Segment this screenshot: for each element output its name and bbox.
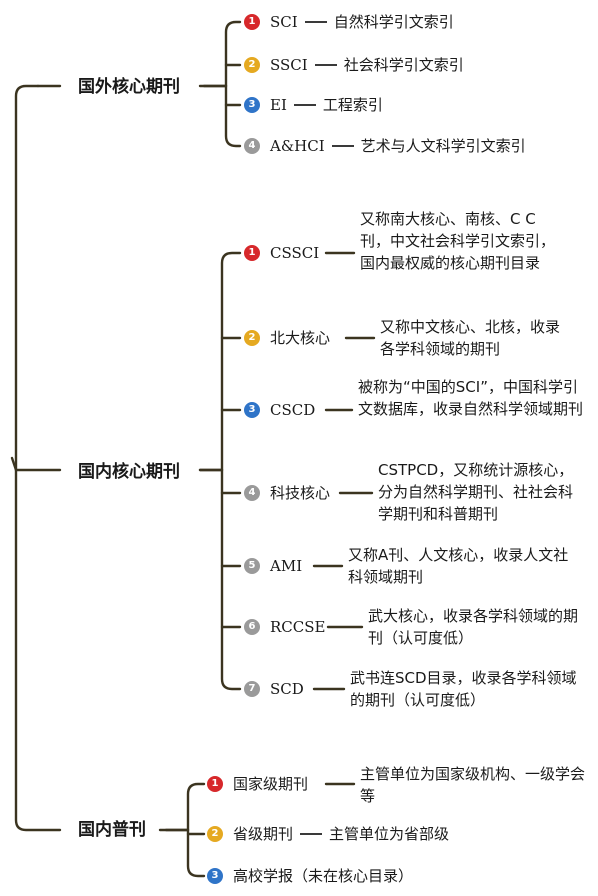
list-item-national-level: 1 国家级期刊 [207, 774, 308, 794]
list-item-sci: 1 SCI 自然科学引文索引 [244, 12, 454, 32]
root-spine [14, 84, 62, 832]
dash-separator [300, 833, 323, 835]
number-badge-1: 1 [207, 776, 223, 792]
journal-name: 高校学报（未在核心目录） [233, 867, 414, 885]
number-badge-2: 2 [244, 57, 260, 73]
dash-separator [293, 104, 316, 106]
journal-desc-scd: 武书连SCD目录，收录各学科领域的期刊（认可度低） [350, 669, 577, 709]
foreign-bracket-spine [224, 20, 242, 148]
number-badge-7: 7 [244, 681, 260, 697]
list-item-cscd: 3 CSCD [244, 400, 315, 420]
list-item-provincial-level: 2 省级期刊 主管单位为省部级 [207, 824, 449, 844]
journal-desc: 工程索引 [322, 96, 383, 114]
dash-separator [331, 145, 354, 147]
journal-desc-tech-core: CSTPCD，又称统计源核心，分为自然科学期刊、社社会科学期刊和科普期刊 [378, 461, 574, 523]
journal-desc: 自然科学引文索引 [333, 13, 454, 31]
journal-desc-ami: 又称A刊、人文核心，收录人文社科领域期刊 [348, 546, 569, 586]
journal-name: EI [270, 96, 287, 114]
dash-separator [304, 21, 327, 23]
journal-name: CSSCI [270, 244, 320, 262]
list-item-ahci: 4 A&HCI 艺术与人文科学引文索引 [244, 136, 526, 156]
list-item-scd: 7 SCD [244, 679, 304, 699]
general-bracket-spine [186, 782, 206, 878]
number-badge-3: 3 [244, 97, 260, 113]
journal-desc-cscd: 被称为“中国的SCI”，中国科学引文数据库，收录自然科学领域期刊 [358, 378, 584, 418]
journal-name: 北大核心 [270, 329, 331, 347]
list-item-ei: 3 EI 工程索引 [244, 95, 383, 115]
number-badge-3: 3 [244, 402, 260, 418]
domestic-bracket-spine [220, 251, 242, 691]
list-item-ssci: 2 SSCI 社会科学引文索引 [244, 55, 464, 75]
journal-name: A&HCI [270, 137, 325, 155]
journal-desc: 主管单位为省部级 [329, 825, 450, 843]
journal-desc-national-level: 主管单位为国家级机构、一级学会等 [360, 765, 586, 805]
dash-separator [314, 64, 337, 66]
journal-name: 国家级期刊 [233, 775, 309, 793]
number-badge-6: 6 [244, 619, 260, 635]
number-badge-5: 5 [244, 558, 260, 574]
list-item-pku-core: 2 北大核心 [244, 328, 330, 348]
number-badge-2: 2 [244, 330, 260, 346]
journal-desc-pku-core: 又称中文核心、北核，收录各学科领域的期刊 [380, 318, 561, 358]
journal-name: AMI [270, 557, 303, 575]
journal-name: SCD [270, 680, 304, 698]
journal-name: RCCSE [270, 618, 326, 636]
list-item-cssci: 1 CSSCI [244, 243, 319, 263]
journal-name: CSCD [270, 401, 316, 419]
journal-name: 科技核心 [270, 484, 331, 502]
journal-desc-rccse: 武大核心，收录各学科领域的期刊（认可度低） [368, 607, 579, 647]
number-badge-4: 4 [244, 485, 260, 501]
category-domestic-core: 国内核心期刊 [78, 462, 180, 482]
root-tick [10, 456, 18, 472]
journal-desc: 社会科学引文索引 [343, 56, 464, 74]
number-badge-4: 4 [244, 138, 260, 154]
journal-desc-cssci: 又称南大核心、南核、C C刊，中文社会科学引文索引，国内最权威的核心期刊目录 [360, 210, 556, 272]
number-badge-1: 1 [244, 245, 260, 261]
journal-name: SSCI [270, 56, 308, 74]
number-badge-3: 3 [207, 868, 223, 884]
category-foreign-core: 国外核心期刊 [78, 77, 180, 97]
list-item-university-journal: 3 高校学报（未在核心目录） [207, 866, 413, 886]
list-item-rccse: 6 RCCSE [244, 617, 325, 637]
category-domestic-general: 国内普刊 [78, 820, 146, 840]
list-item-ami: 5 AMI [244, 556, 302, 576]
journal-name: 省级期刊 [233, 825, 294, 843]
list-item-tech-core: 4 科技核心 [244, 483, 330, 503]
journal-desc: 艺术与人文科学引文索引 [360, 137, 526, 155]
journal-name: SCI [270, 13, 298, 31]
number-badge-1: 1 [244, 14, 260, 30]
number-badge-2: 2 [207, 826, 223, 842]
